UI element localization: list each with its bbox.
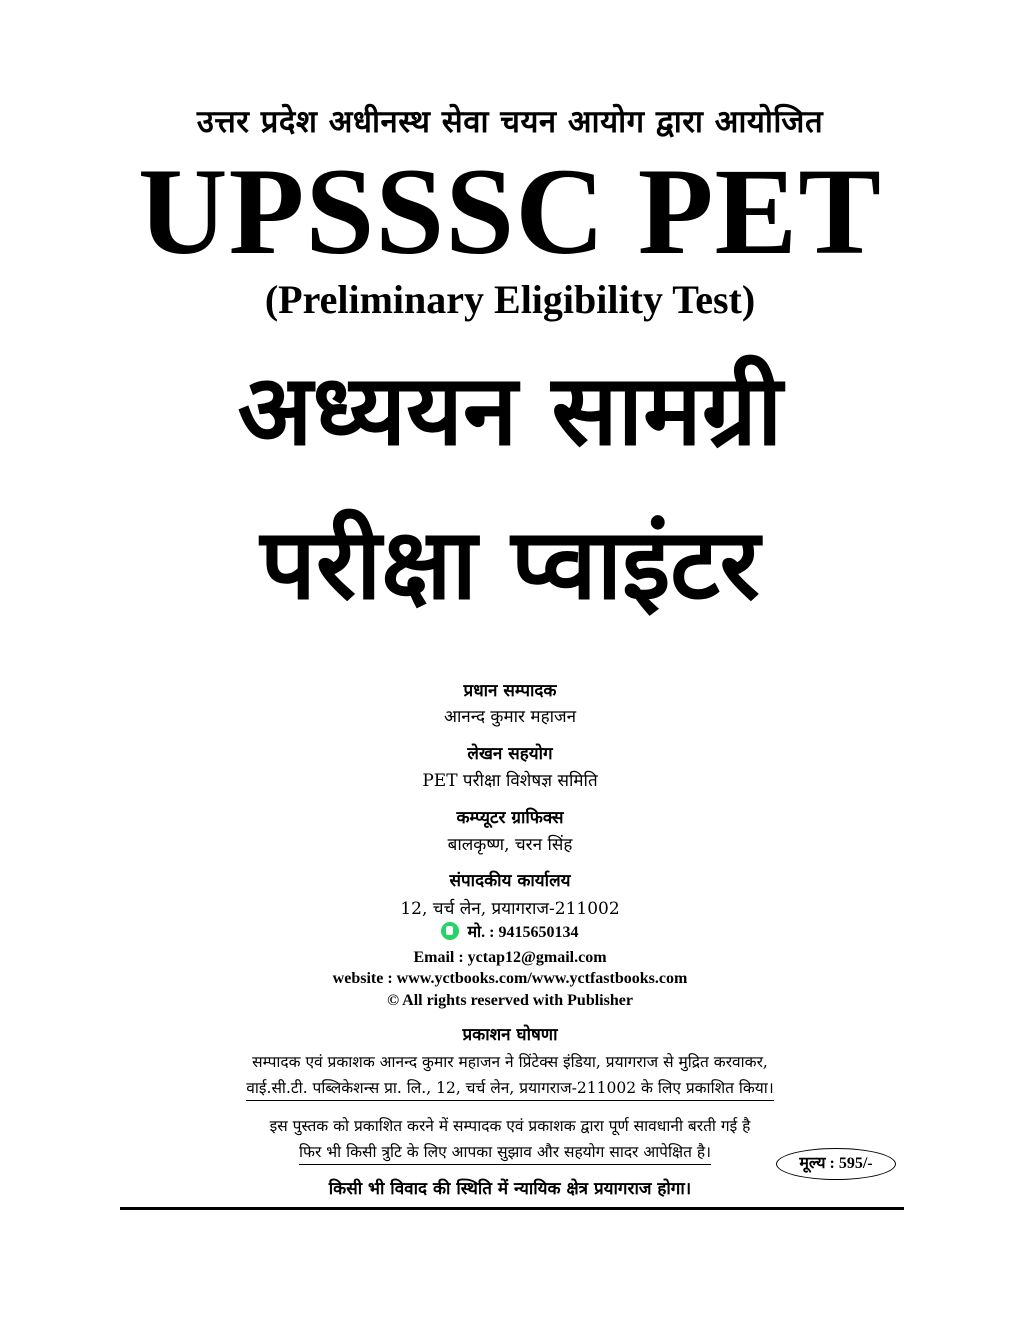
publication-line-2: वाई.सी.टी. पब्लिकेशन्स प्रा. लि., 12, चर… <box>246 1076 774 1101</box>
notice-line-2-wrap: फिर भी किसी त्रुटि के लिए आपका सुझाव और … <box>0 1140 1020 1165</box>
bottom-divider <box>120 1207 904 1210</box>
office-address: 12, चर्च लेन, प्रयागराज-211002 <box>400 899 620 919</box>
publication-line-1: सम्पादक एवं प्रकाशक आनन्द कुमार महाजन ने… <box>252 1053 768 1071</box>
hindi-title-study-material: अध्ययन सामग्री <box>237 354 783 468</box>
whatsapp-icon <box>441 922 460 940</box>
jurisdiction-line: किसी भी विवाद की स्थिति में न्यायिक क्षे… <box>328 1179 692 1199</box>
website-line: website : www.yctbooks.com/www.yctfastbo… <box>332 970 688 987</box>
publication-line-2-wrap: वाई.सी.टी. पब्लिकेशन्स प्रा. लि., 12, चर… <box>0 1076 1020 1101</box>
computer-graphics-label: कम्प्यूटर ग्राफिक्स <box>456 808 564 828</box>
chief-editor-name: आनन्द कुमार महाजन <box>443 707 577 727</box>
rights-line: © All rights reserved with Publisher <box>387 992 633 1009</box>
organizer-line: उत्तर प्रदेश अधीनस्थ सेवा चयन आयोग द्वार… <box>196 104 824 140</box>
mobile-number: मो. : 9415650134 <box>467 924 579 941</box>
chief-editor-label: प्रधान सम्पादक <box>463 681 557 701</box>
computer-graphics-value: बालकृष्ण, चरन सिंह <box>447 835 573 855</box>
hindi-title-exam-pointer: परीक्षा प्वाइंटर <box>260 508 760 622</box>
email-line: Email : yctap12@gmail.com <box>413 949 607 966</box>
notice-line-2: फिर भी किसी त्रुटि के लिए आपका सुझाव और … <box>299 1140 711 1165</box>
writing-support-value: PET परीक्षा विशेषज्ञ समिति <box>422 771 598 791</box>
publication-declaration-label: प्रकाशन घोषणा <box>462 1025 558 1045</box>
price-badge: मूल्य : 595/- <box>776 1148 896 1180</box>
exam-subtitle: (Preliminary Eligibility Test) <box>264 277 756 322</box>
mobile-row: मो. : 9415650134 <box>0 920 1020 942</box>
notice-line-1: इस पुस्तक को प्रकाशित करने में सम्पादक ए… <box>269 1117 751 1135</box>
writing-support-label: लेखन सहयोग <box>467 744 553 764</box>
exam-title: UPSSSC PET <box>138 143 882 280</box>
editorial-office-label: संपादकीय कार्यालय <box>449 871 571 891</box>
